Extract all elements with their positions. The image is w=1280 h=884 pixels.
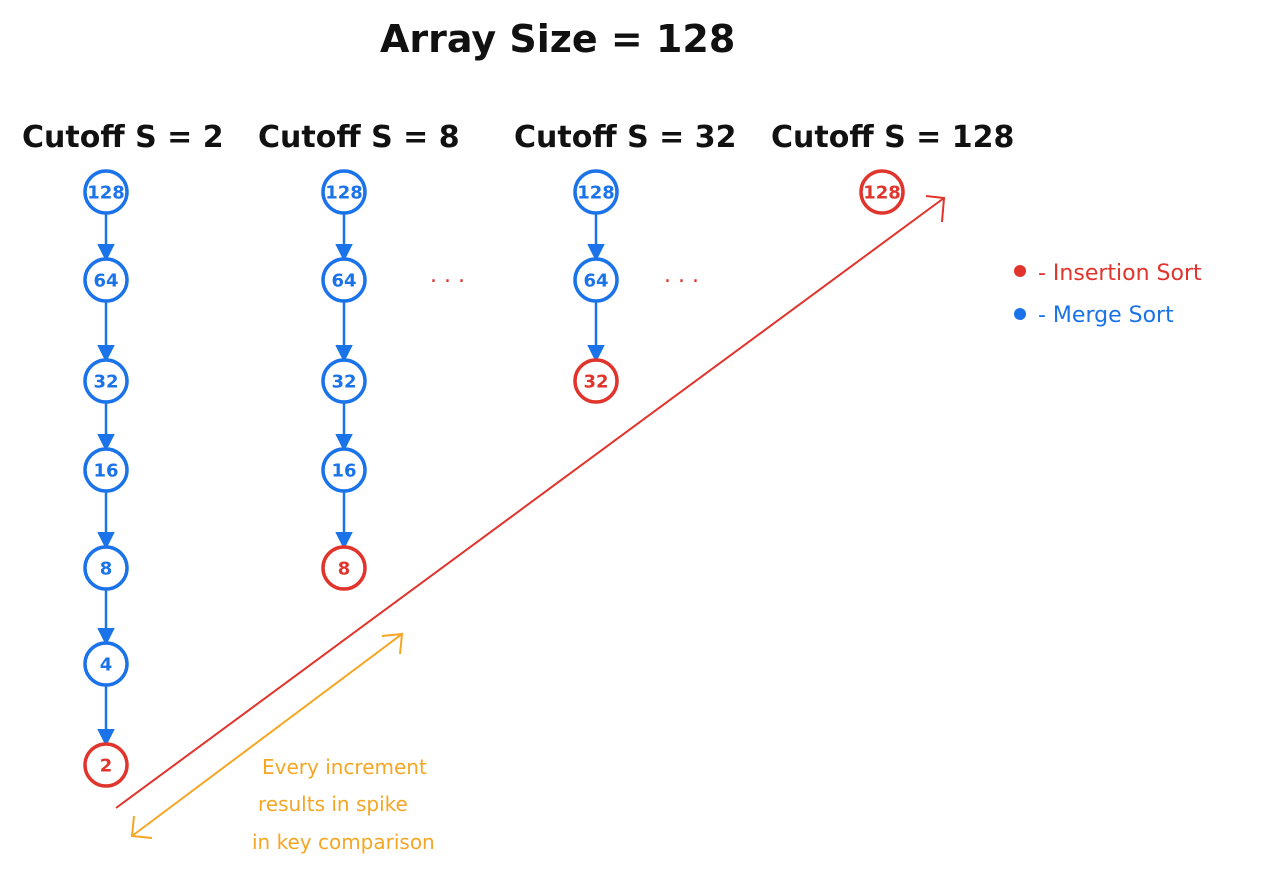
legend-merge-label: - Merge Sort — [1038, 303, 1174, 328]
node-size-label: 64 — [583, 271, 608, 292]
node-size-label: 128 — [577, 183, 615, 204]
ellipsis-2: . . . — [664, 263, 699, 288]
column-title-cutoff-8: Cutoff S = 8 — [258, 120, 460, 155]
node-size-label: 16 — [93, 461, 118, 482]
column-title-cutoff-128: Cutoff S = 128 — [771, 120, 1014, 155]
node-size-label: 64 — [93, 271, 118, 292]
legend-insertion-dot — [1014, 265, 1026, 277]
node-size-label: 16 — [331, 461, 356, 482]
legend: - Insertion Sort - Merge Sort — [1014, 261, 1202, 328]
node-size-label: 128 — [87, 183, 125, 204]
column-title-cutoff-32: Cutoff S = 32 — [514, 120, 736, 155]
recursion-trees: 128 64 32 16 8 4 2 128 64 32 16 8 128 64 32 128 — [83, 169, 905, 788]
node-size-label: 64 — [331, 271, 356, 292]
node-size-label: 2 — [100, 756, 113, 777]
legend-merge-dot — [1014, 308, 1026, 320]
node-size-label: 32 — [93, 372, 118, 393]
diagram-title: Array Size = 128 — [380, 17, 735, 61]
node-size-label: 128 — [863, 183, 901, 204]
insertion-sort-node — [573, 358, 619, 404]
node-size-label: 32 — [583, 372, 608, 393]
insertion-trend-arrow — [115, 195, 946, 809]
insertion-sort-node — [321, 545, 367, 591]
node-size-label: 8 — [338, 559, 351, 580]
legend-insertion-label: - Insertion Sort — [1038, 261, 1202, 286]
node-size-label: 32 — [331, 372, 356, 393]
column-title-cutoff-2: Cutoff S = 2 — [22, 120, 224, 155]
annotation-line-3: in key comparison — [252, 830, 435, 854]
node-size-label: 4 — [100, 655, 113, 676]
insertion-sort-node — [83, 742, 129, 788]
annotation-line-1: Every increment — [262, 755, 427, 779]
comparison-spike-arrow — [130, 632, 404, 839]
node-size-label: 8 — [100, 559, 113, 580]
node-size-label: 128 — [325, 183, 363, 204]
insertion-sort-node — [859, 169, 905, 215]
ellipsis-1: . . . — [430, 263, 465, 288]
annotation-line-2: results in spike — [258, 792, 408, 816]
